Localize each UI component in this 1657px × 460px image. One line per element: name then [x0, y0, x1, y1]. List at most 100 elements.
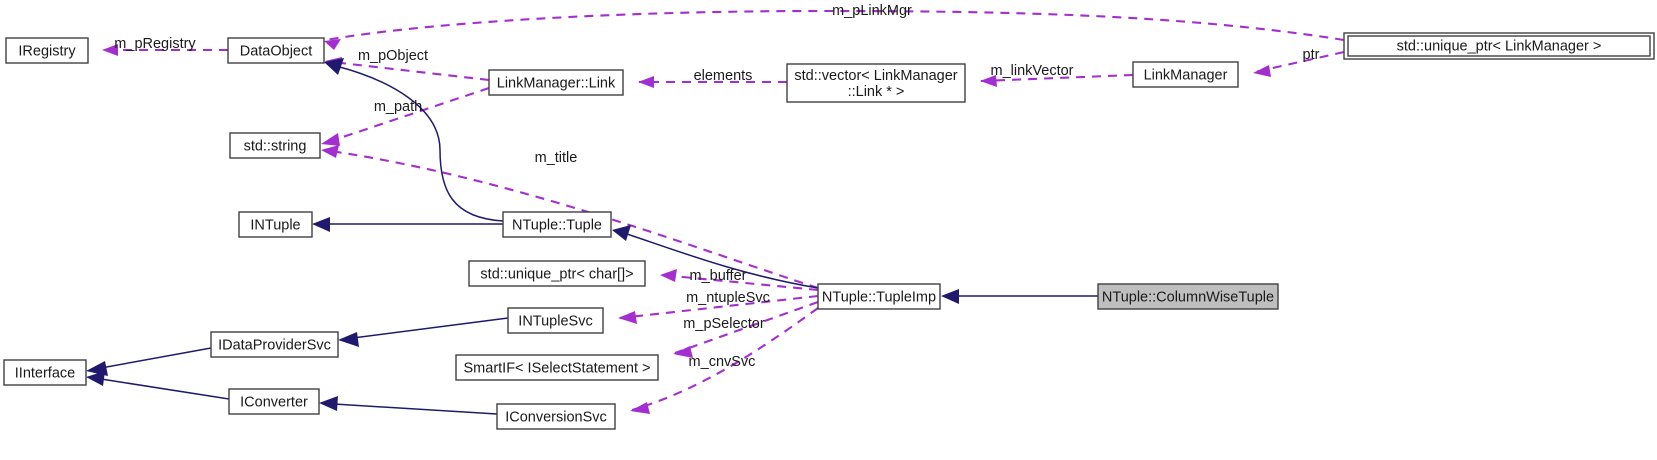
- node-iconverter[interactable]: IConverter: [228, 388, 320, 415]
- node-linkmanager-link[interactable]: LinkManager::Link: [488, 69, 624, 96]
- edge-label-m_pObject: m_pObject: [358, 48, 428, 64]
- node-label: INTuple: [250, 217, 300, 233]
- edge-line: [661, 273, 819, 292]
- edge-line: [352, 317, 509, 339]
- arrow-head: [338, 332, 359, 347]
- edge-label-m_linkVector: m_linkVector: [990, 63, 1073, 79]
- node-label: DataObject: [240, 43, 313, 59]
- node-box[interactable]: [5, 37, 89, 64]
- edge-m_pSelector: [673, 301, 819, 358]
- node-box[interactable]: [786, 63, 966, 103]
- node-label: std::unique_ptr< char[]>: [480, 266, 633, 282]
- node-ntuple-columnwisetuple[interactable]: NTuple::ColumnWiseTuple: [1097, 283, 1279, 310]
- edge-m_path: [321, 87, 490, 146]
- node-box[interactable]: [3, 359, 87, 386]
- node-box[interactable]: [1132, 61, 1239, 88]
- arrow-head: [630, 402, 650, 414]
- edge-label-ptr: ptr: [1303, 47, 1320, 63]
- node-label: IConverter: [240, 394, 308, 410]
- node-intuplesvc[interactable]: INTupleSvc: [507, 307, 604, 334]
- edge-line: [619, 294, 819, 320]
- edge-m_buffer: [660, 269, 819, 292]
- arrow-head: [612, 225, 631, 241]
- node-smartif-iselectstatement[interactable]: SmartIF< ISelectStatement >: [455, 354, 659, 381]
- edge-m_ntupleSvc: [618, 294, 819, 324]
- inheritance-edges: [86, 58, 1098, 415]
- edge-inherit-iconversionsvc-iconverter: [319, 396, 498, 415]
- node-iinterface[interactable]: IInterface: [3, 359, 87, 386]
- arrow-head: [673, 346, 693, 358]
- usage-edges: [102, 9, 1345, 414]
- node-unique-ptr-linkmanager[interactable]: std::unique_ptr< LinkManager >: [1343, 32, 1655, 60]
- node-label: std::unique_ptr< LinkManager >: [1397, 38, 1602, 54]
- edge-line: [626, 233, 819, 289]
- arrow-head: [660, 269, 677, 282]
- edge-labels: m_pLinkMgr m_pRegistry m_pObject element…: [114, 3, 1319, 370]
- arrow-head: [980, 75, 997, 87]
- arrow-head: [324, 58, 344, 75]
- node-box[interactable]: [1347, 35, 1651, 57]
- edge-line: [336, 87, 490, 140]
- node-box[interactable]: [210, 331, 339, 358]
- edge-label-m_buffer: m_buffer: [690, 268, 747, 284]
- node-stdstring[interactable]: std::string: [229, 132, 321, 159]
- node-idataprovidersvc[interactable]: IDataProviderSvc: [210, 331, 339, 358]
- edge-elements: [638, 76, 787, 88]
- nodes: IRegistry DataObject std::string INTuple…: [3, 32, 1655, 430]
- arrow-head: [321, 145, 339, 158]
- edge-m_linkVector: [980, 73, 1134, 87]
- node-box[interactable]: [238, 211, 313, 238]
- edge-label-m_pRegistry: m_pRegistry: [114, 36, 196, 52]
- node-box[interactable]: [488, 69, 624, 96]
- edge-line: [333, 403, 498, 415]
- node-dataobject[interactable]: DataObject: [227, 37, 325, 64]
- node-box[interactable]: [455, 354, 659, 381]
- node-label: NTuple::ColumnWiseTuple: [1102, 289, 1274, 305]
- edge-line: [100, 378, 230, 400]
- edge-line: [335, 65, 504, 222]
- node-intuple[interactable]: INTuple: [238, 211, 313, 238]
- edge-label-m_title: m_title: [535, 150, 578, 166]
- edge-m_pRegistry: [102, 44, 228, 56]
- edge-line: [100, 347, 212, 369]
- node-label: std::string: [244, 138, 307, 154]
- node-label-line1: std::vector< LinkManager: [794, 68, 957, 84]
- node-iconversionsvc[interactable]: IConversionSvc: [496, 403, 616, 430]
- node-label: SmartIF< ISelectStatement >: [464, 360, 651, 376]
- node-box[interactable]: [228, 388, 320, 415]
- node-label: INTupleSvc: [518, 313, 592, 329]
- edge-label-m_cnvSvc: m_cnvSvc: [689, 354, 756, 370]
- arrow-head: [321, 133, 340, 146]
- node-box[interactable]: [229, 132, 321, 159]
- node-box[interactable]: [227, 37, 325, 64]
- edge-m_pLinkMgr: [324, 9, 1345, 50]
- node-box[interactable]: [1097, 283, 1279, 310]
- edge-line: [340, 61, 490, 82]
- arrow-head: [638, 76, 654, 88]
- node-box[interactable]: [496, 403, 616, 430]
- node-linkmanager[interactable]: LinkManager: [1132, 61, 1239, 88]
- node-box[interactable]: [468, 260, 646, 287]
- arrow-head: [86, 371, 105, 386]
- edge-inherit-intuplesvc-idataprovider: [338, 317, 509, 347]
- edge-m_cnvSvc: [630, 307, 819, 414]
- arrow-head: [618, 311, 637, 324]
- arrow-head: [319, 396, 338, 411]
- node-box-outer: [1343, 32, 1655, 60]
- node-box[interactable]: [502, 211, 612, 238]
- node-std-vector-linkmanager-link[interactable]: std::vector< LinkManager ::Link * >: [786, 63, 966, 103]
- node-iregistry[interactable]: IRegistry: [5, 37, 89, 64]
- node-box[interactable]: [507, 307, 604, 334]
- arrow-head: [312, 217, 330, 232]
- node-unique-ptr-char-array[interactable]: std::unique_ptr< char[]>: [468, 260, 646, 287]
- node-ntuple-tupleimp[interactable]: NTuple::TupleImp: [817, 283, 941, 310]
- edge-line: [325, 9, 1345, 42]
- node-ntuple-tuple[interactable]: NTuple::Tuple: [502, 211, 612, 238]
- node-box[interactable]: [817, 283, 941, 310]
- edge-inherit-columnwise-tupleimp: [941, 289, 1098, 304]
- node-label: IInterface: [15, 365, 75, 381]
- edge-label-m_path: m_path: [374, 99, 422, 115]
- node-label: IDataProviderSvc: [218, 337, 331, 353]
